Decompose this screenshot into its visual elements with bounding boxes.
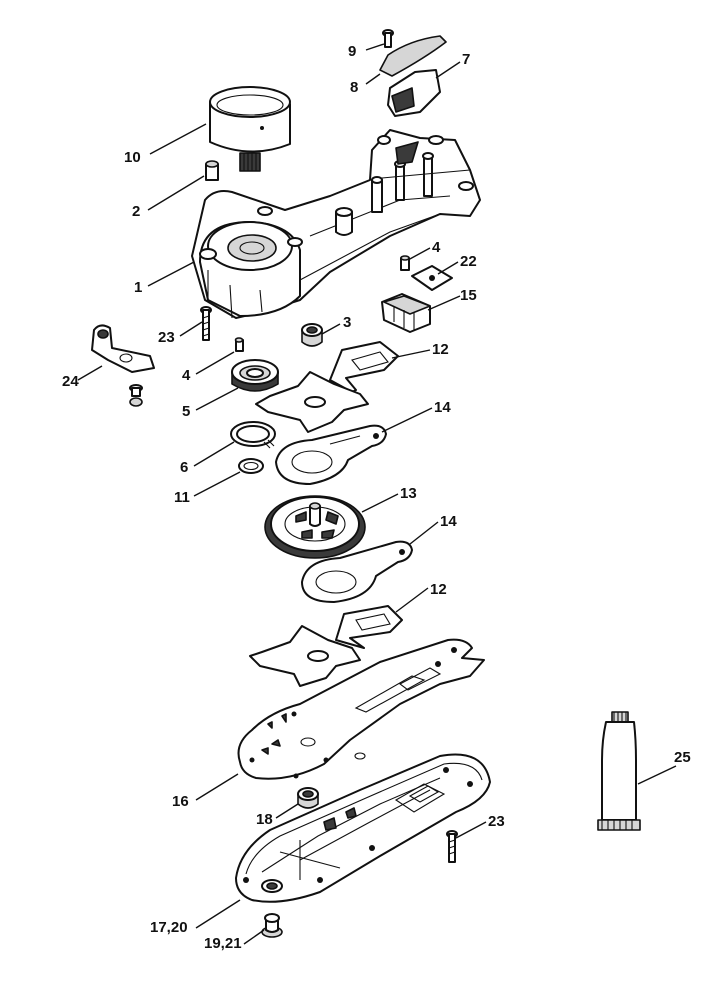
part-13-gear <box>264 495 366 559</box>
part-9-screw <box>382 29 394 48</box>
label-part-2: 2 <box>132 203 140 220</box>
label-part-12-lower: 12 <box>430 581 447 598</box>
label-part-11: 11 <box>174 489 190 506</box>
label-part-6: 6 <box>180 459 188 476</box>
label-part-14-lower: 14 <box>440 513 457 530</box>
label-part-1: 1 <box>134 279 142 296</box>
part-2-pin <box>205 160 219 181</box>
label-part-10: 10 <box>124 149 141 166</box>
label-part-8: 8 <box>350 79 358 96</box>
part-labels: 9 8 7 10 2 1 4 22 15 3 23 24 4 5 12 14 6… <box>62 43 691 952</box>
label-part-4-upper: 4 <box>432 239 441 256</box>
label-part-7: 7 <box>462 51 470 68</box>
part-4-pin-upper <box>400 255 410 271</box>
part-11-snap-ring <box>238 458 264 474</box>
part-4-pin-lower <box>234 337 244 352</box>
label-part-25: 25 <box>674 749 691 766</box>
part-23-screw-upper <box>200 306 212 341</box>
part-5-ball-bearing <box>231 359 279 392</box>
part-25-grease-tube <box>597 711 641 831</box>
label-part-19-21: 19,21 <box>204 935 242 952</box>
part-10-drum <box>209 86 291 172</box>
part-6-circlip <box>230 421 276 449</box>
label-part-15: 15 <box>460 287 477 304</box>
part-15-connector <box>381 293 431 333</box>
part-12-plate-upper <box>255 341 399 433</box>
label-part-23-upper: 23 <box>158 329 175 346</box>
label-part-16: 16 <box>172 793 189 810</box>
label-part-12-upper: 12 <box>432 341 449 358</box>
label-part-9: 9 <box>348 43 356 60</box>
part-14-lever-lower <box>301 540 413 603</box>
label-part-23-lower: 23 <box>488 813 505 830</box>
part-8-cover <box>379 35 447 77</box>
part-18-bearing <box>297 787 319 809</box>
label-part-24: 24 <box>62 373 79 390</box>
label-part-17-20: 17,20 <box>150 919 188 936</box>
part-12-plate-lower <box>249 605 403 687</box>
part-1-housing <box>191 129 481 319</box>
part-3-bearing <box>301 323 323 347</box>
part-23-screw-lower <box>446 830 458 863</box>
label-part-14-upper: 14 <box>434 399 451 416</box>
part-16-cover-plate <box>237 638 485 780</box>
part-14-lever-upper <box>275 424 387 485</box>
label-part-18: 18 <box>256 811 273 828</box>
part-24-bracket <box>91 324 155 407</box>
label-part-4-lower: 4 <box>182 367 191 384</box>
label-part-13: 13 <box>400 485 417 502</box>
label-part-22: 22 <box>460 253 477 270</box>
label-part-5: 5 <box>182 403 190 420</box>
part-7-bracket <box>387 69 441 117</box>
part-19-plug <box>261 913 283 938</box>
part-17-lower-housing <box>235 753 491 903</box>
leader-lines <box>77 43 677 945</box>
label-part-3: 3 <box>343 314 351 331</box>
